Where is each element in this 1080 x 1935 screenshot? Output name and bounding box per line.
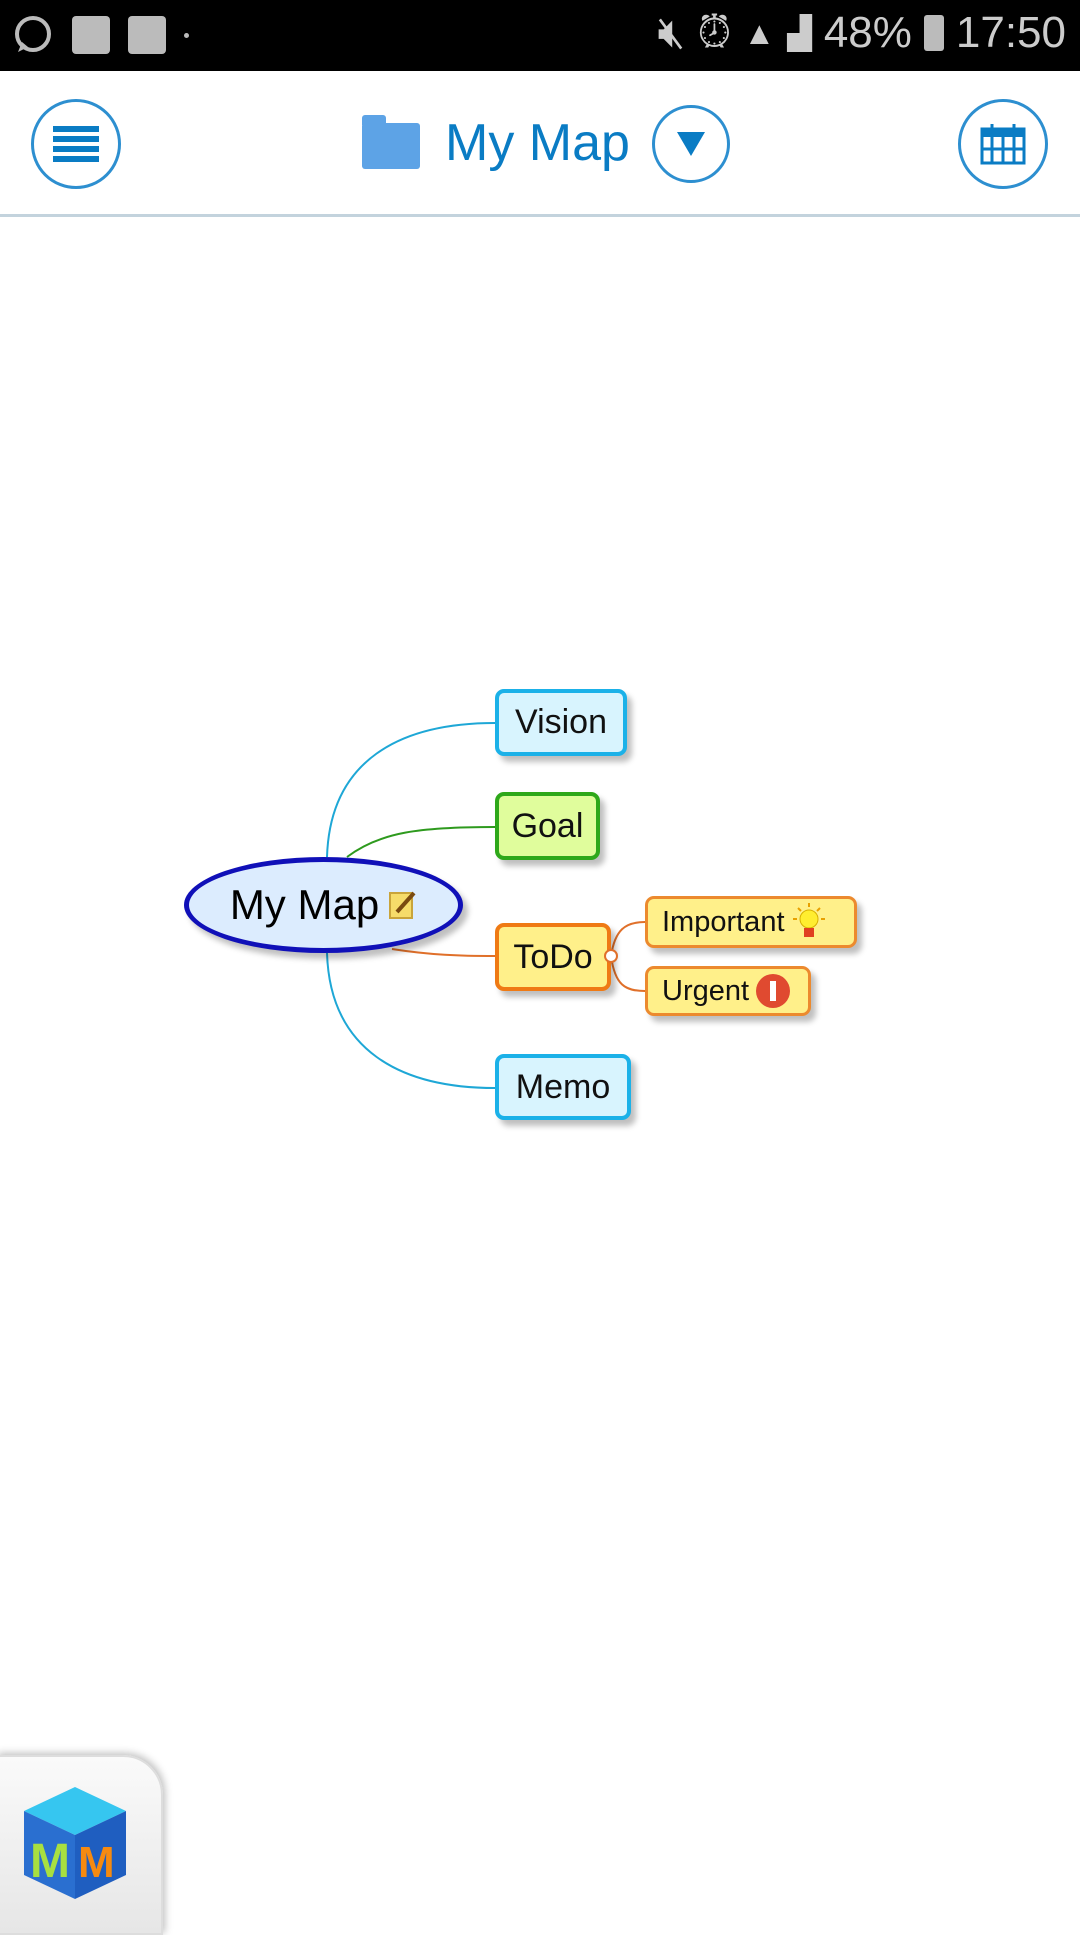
connector-vision — [326, 722, 496, 858]
node-memo[interactable]: Memo — [495, 1054, 631, 1120]
menu-icon — [53, 126, 99, 162]
node-label: Goal — [511, 806, 584, 845]
app-launcher-tab[interactable]: M M — [0, 1755, 163, 1935]
note-icon — [389, 891, 416, 919]
node-label: Memo — [515, 1067, 611, 1106]
folder-icon — [128, 16, 166, 54]
node-label: Important — [662, 905, 785, 938]
status-bar: 🔇︎ ⏰︎ ▲ ▟ 48% 17:50 — [0, 0, 1080, 71]
root-node[interactable]: My Map — [184, 857, 463, 953]
node-important[interactable]: Important — [645, 896, 857, 948]
title-dropdown-button[interactable] — [652, 105, 730, 183]
root-node-label: My Map — [229, 881, 380, 928]
chevron-down-icon — [677, 132, 705, 156]
mute-icon: 🔇︎ — [657, 8, 686, 57]
map-folder-icon — [362, 115, 420, 169]
gallery-icon — [72, 16, 110, 54]
page-title[interactable]: My Map — [445, 114, 630, 172]
connector-todo — [391, 948, 496, 957]
wifi-icon: ▲ — [743, 14, 776, 51]
whatsapp-icon — [15, 16, 51, 52]
node-label: Vision — [515, 703, 607, 741]
signal-icon: ▟ — [787, 15, 812, 51]
mindmaster-logo-icon: M M — [24, 1787, 126, 1899]
clock: 17:50 — [955, 8, 1066, 57]
node-vision[interactable]: Vision — [495, 689, 627, 756]
calendar-button[interactable] — [958, 99, 1048, 189]
menu-button[interactable] — [31, 99, 121, 189]
lightbulb-icon — [792, 903, 825, 937]
node-urgent[interactable]: Urgent — [645, 966, 811, 1016]
calendar-icon — [980, 124, 1026, 165]
dot-icon — [184, 32, 189, 38]
node-goal[interactable]: Goal — [495, 792, 600, 860]
connector-urgent — [610, 955, 646, 992]
battery-icon — [923, 15, 944, 51]
svg-text:M: M — [78, 1838, 115, 1887]
connector-memo — [326, 952, 496, 1089]
alarm-icon: ⏰︎ — [697, 8, 732, 57]
collapse-toggle[interactable] — [604, 949, 618, 963]
node-label: Urgent — [662, 974, 750, 1007]
connector-goal — [346, 826, 496, 858]
node-todo[interactable]: ToDo — [495, 923, 611, 991]
priority-1-icon — [756, 974, 791, 1008]
node-label: ToDo — [513, 937, 593, 976]
battery-percent: 48% — [823, 8, 912, 57]
svg-text:M: M — [30, 1835, 70, 1888]
app-header: My Map — [0, 71, 1080, 217]
